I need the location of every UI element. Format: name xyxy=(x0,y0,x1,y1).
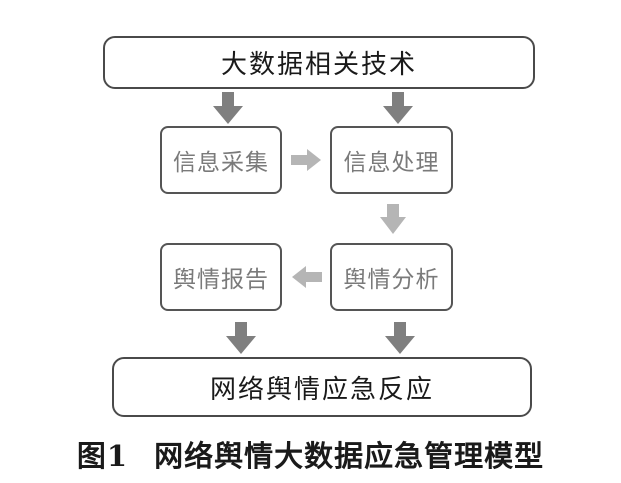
top-box-big-data-technology: 大数据相关技术 xyxy=(103,36,535,89)
box-opinion-report: 舆情报告 xyxy=(160,243,282,311)
figure-number: 图1 xyxy=(76,439,129,473)
box-information-collection: 信息采集 xyxy=(160,126,282,194)
figure-caption: 图1 网络舆情大数据应急管理模型 xyxy=(0,433,621,475)
box-information-processing: 信息处理 xyxy=(330,126,453,194)
bottom-box-emergency-response: 网络舆情应急反应 xyxy=(112,357,532,417)
box-opinion-analysis: 舆情分析 xyxy=(330,243,453,311)
arrow-down-to-analysis xyxy=(380,204,406,234)
arrow-left-to-report xyxy=(292,266,322,288)
figure-title: 网络舆情大数据应急管理模型 xyxy=(154,439,545,473)
arrow-down-from-report xyxy=(226,322,256,354)
collect-label: 信息采集 xyxy=(173,150,269,176)
analysis-label: 舆情分析 xyxy=(343,267,440,293)
bottom-box-label: 网络舆情应急反应 xyxy=(209,374,434,405)
arrow-down-from-analysis xyxy=(385,322,415,354)
arrow-right-to-process xyxy=(291,149,321,171)
arrow-down-to-collect xyxy=(213,92,243,124)
report-label: 舆情报告 xyxy=(173,267,269,293)
arrow-down-to-process xyxy=(383,92,413,124)
process-label: 信息处理 xyxy=(343,150,440,176)
top-box-label: 大数据相关技术 xyxy=(220,50,417,80)
